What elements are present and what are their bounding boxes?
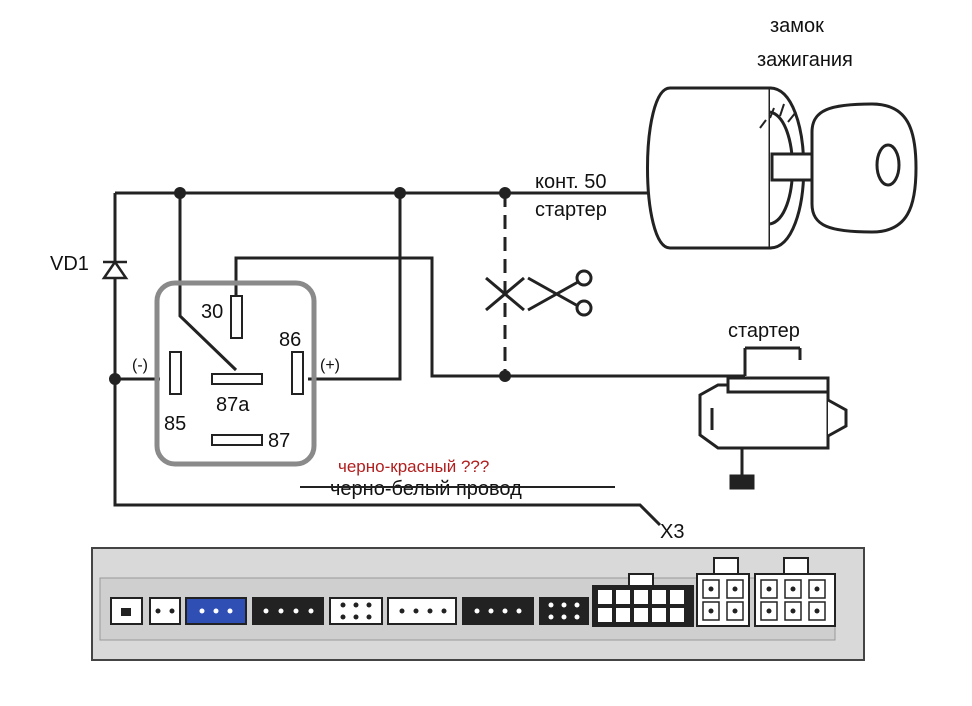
wires xyxy=(113,191,747,527)
connector-block-2 xyxy=(754,557,836,627)
wire-30-to-87a xyxy=(178,193,238,372)
minus-label: (-) xyxy=(132,357,148,374)
connector-7 xyxy=(462,597,534,625)
junction-dot xyxy=(394,187,406,199)
wire-30-to-starter xyxy=(234,256,745,378)
junction-dot xyxy=(499,187,511,199)
junction-dot xyxy=(174,187,186,199)
junction-dot xyxy=(499,370,511,382)
connector-block-1 xyxy=(696,557,750,627)
wire-86-plus xyxy=(308,193,402,381)
pin-85-label: 85 xyxy=(164,413,186,435)
connector-2 xyxy=(149,597,181,625)
connector-8 xyxy=(539,597,589,625)
starter-label: стартер xyxy=(728,320,800,342)
cut-marker xyxy=(485,276,525,312)
relay-body xyxy=(154,280,317,467)
pin-86-label: 86 xyxy=(279,329,301,351)
relay-pin-30 xyxy=(230,295,243,339)
connector-x3 xyxy=(592,573,694,627)
relay-pin-87 xyxy=(211,434,263,446)
junction-dot xyxy=(109,373,121,385)
relay-pin-87a xyxy=(211,373,263,385)
relay-pin-85 xyxy=(169,351,182,395)
connector-5 xyxy=(329,597,383,625)
pin-87-label: 87 xyxy=(268,430,290,452)
scissors-icon xyxy=(527,269,593,317)
contact-label-line1: конт. 50 xyxy=(535,171,606,193)
ignition-lock-icon xyxy=(646,86,918,250)
starter-motor-icon xyxy=(698,346,848,490)
junction-dots xyxy=(109,187,511,385)
pin-87a-label: 87a xyxy=(216,394,250,416)
connector-label: X3 xyxy=(660,521,684,543)
relay xyxy=(154,280,317,467)
relay-pin-86 xyxy=(291,351,304,395)
wire-new-label: черно-красный ??? xyxy=(338,457,489,476)
ignition-label-line2: зажигания xyxy=(757,49,853,71)
alarm-unit xyxy=(91,547,865,661)
ignition-label-line1: замок xyxy=(770,15,824,37)
plus-label: (+) xyxy=(320,357,340,374)
pin-30-label: 30 xyxy=(201,301,223,323)
contact-label-line2: стартер xyxy=(535,199,607,221)
wire-old-label: черно-белый провод xyxy=(330,478,522,500)
diode-label: VD1 xyxy=(50,253,89,275)
wire-left-vertical xyxy=(113,193,662,527)
diode-symbol xyxy=(101,259,129,280)
